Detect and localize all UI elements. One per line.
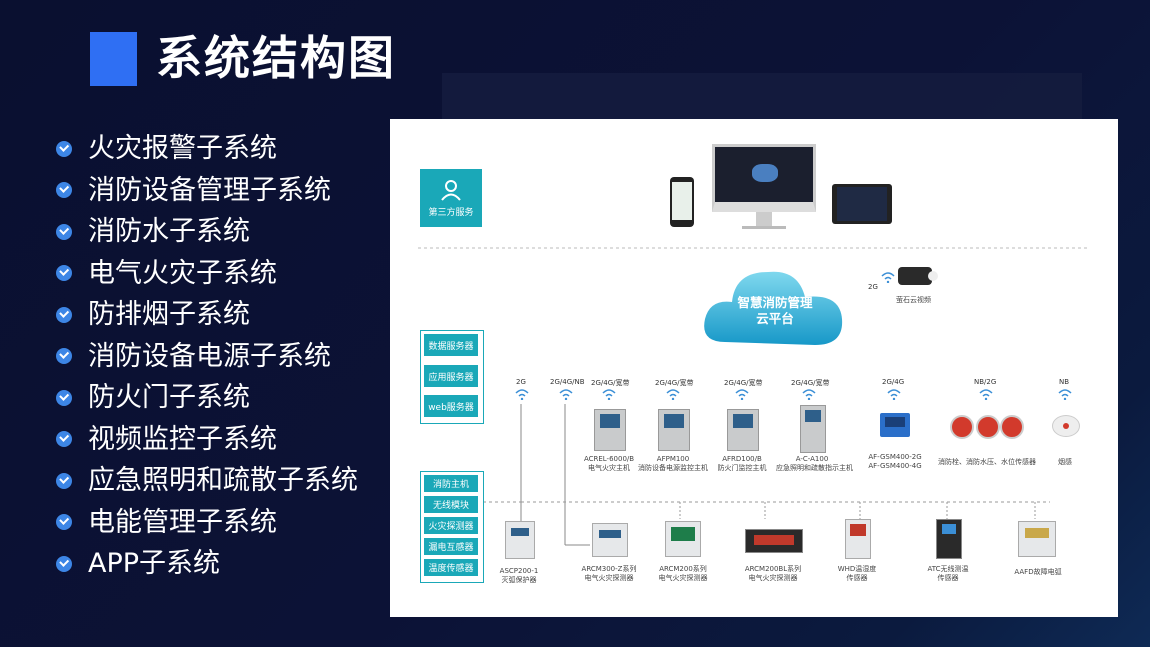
smoke-detector-icon: [1052, 415, 1080, 437]
gsm-module-icon: [880, 413, 910, 437]
check-icon: [56, 431, 72, 448]
check-icon: [56, 348, 72, 365]
camera-label: 萤石云视频: [896, 296, 931, 304]
list-item: 消防设备电源子系统: [56, 336, 358, 378]
header-band: [442, 73, 1082, 119]
check-icon: [56, 555, 72, 572]
app-server-box: 应用服务器: [424, 365, 478, 387]
cabinet-icon: [727, 409, 759, 451]
bus-network-label: 2G/4G/NB: [550, 378, 585, 386]
check-icon: [56, 514, 72, 531]
wifi-icon: [887, 389, 901, 400]
fire-host-box: 消防主机: [424, 475, 478, 492]
camera-icon: [898, 267, 938, 289]
wifi-icon: [666, 389, 680, 400]
wifi-icon: [559, 389, 573, 400]
data-server-box: 数据服务器: [424, 334, 478, 356]
wifi-icon: [735, 389, 749, 400]
subsystem-list: 火灾报警子系统 消防设备管理子系统 消防水子系统 电气火灾子系统 防排烟子系统 …: [56, 128, 358, 585]
list-item: 电能管理子系统: [56, 502, 358, 544]
wifi-icon: [515, 389, 529, 400]
user-icon: [441, 179, 461, 201]
list-item: 消防水子系统: [56, 211, 358, 253]
camera-network-label: 2G: [868, 283, 878, 291]
bus-network-label: 2G: [516, 378, 526, 386]
detector-icon: [745, 529, 803, 553]
list-item: 防排烟子系统: [56, 294, 358, 336]
console-icon: [800, 405, 826, 453]
tablet-icon: [832, 184, 892, 224]
list-item: 火灾报警子系统: [56, 128, 358, 170]
humidity-sensor-icon: [845, 519, 871, 559]
list-item: 消防设备管理子系统: [56, 170, 358, 212]
check-icon: [56, 472, 72, 489]
check-icon: [56, 265, 72, 282]
arc-fault-detector-icon: [1018, 521, 1056, 557]
temperature-sensor-box: 温度传感器: [424, 559, 478, 576]
detector-icon: [592, 523, 628, 557]
list-item: 应急照明和疏散子系统: [56, 460, 358, 502]
list-item: 视频监控子系统: [56, 419, 358, 461]
diagram-lines: [418, 247, 1090, 546]
list-item: APP子系统: [56, 543, 358, 585]
check-icon: [56, 140, 72, 157]
web-server-box: web服务器: [424, 395, 478, 417]
phone-icon: [670, 177, 694, 227]
check-icon: [56, 223, 72, 240]
server-group: [420, 330, 484, 424]
check-icon: [56, 182, 72, 199]
check-icon: [56, 306, 72, 323]
wireless-module-box: 无线模块: [424, 496, 478, 513]
wifi-icon: [802, 389, 816, 400]
field-module-group: [420, 471, 484, 583]
page-title: 系统结构图: [156, 31, 396, 85]
cabinet-icon: [658, 409, 690, 451]
title-accent-block: [90, 32, 137, 86]
check-icon: [56, 389, 72, 406]
arc-protector-icon: [505, 521, 535, 559]
cloud-platform-label: 智慧消防管理 云平台: [737, 295, 813, 326]
leakage-transformer-box: 漏电互感器: [424, 538, 478, 555]
wifi-icon: [602, 389, 616, 400]
list-item: 防火门子系统: [56, 377, 358, 419]
cloud-icon: [704, 271, 843, 345]
system-diagram: 第三方服务 智慧消防管理 云平台 2G 萤石云视频 数据服务器 应用服务器 we…: [390, 119, 1118, 617]
wifi-icon: [1058, 389, 1072, 400]
list-item: 电气火灾子系统: [56, 253, 358, 295]
fire-detector-box: 火灾探测器: [424, 517, 478, 534]
pressure-sensor-icon: [950, 413, 1024, 439]
third-party-service-box: 第三方服务: [420, 169, 482, 227]
wifi-icon: [979, 389, 993, 400]
monitor-icon: [712, 144, 816, 234]
detector-icon: [665, 521, 701, 557]
wifi-icon: [881, 272, 895, 283]
cabinet-icon: [594, 409, 626, 451]
wireless-temp-sensor-icon: [936, 519, 962, 559]
